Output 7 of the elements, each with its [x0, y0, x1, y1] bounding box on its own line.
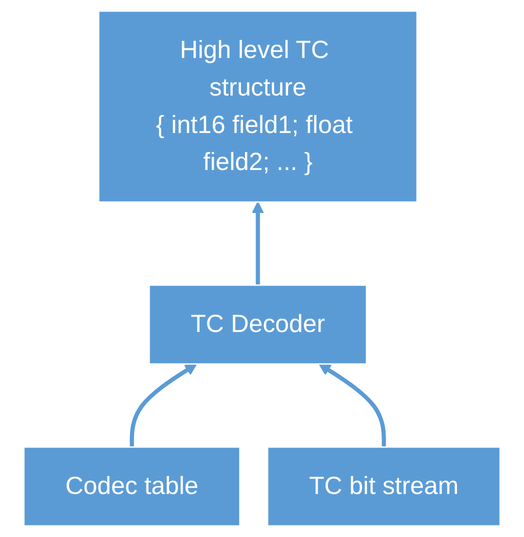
arrow [318, 363, 386, 448]
node-box [23, 446, 241, 527]
node-box [266, 446, 501, 527]
arrow [252, 202, 264, 286]
node-box [148, 284, 368, 365]
arrow [130, 363, 198, 448]
node-box [98, 10, 418, 203]
